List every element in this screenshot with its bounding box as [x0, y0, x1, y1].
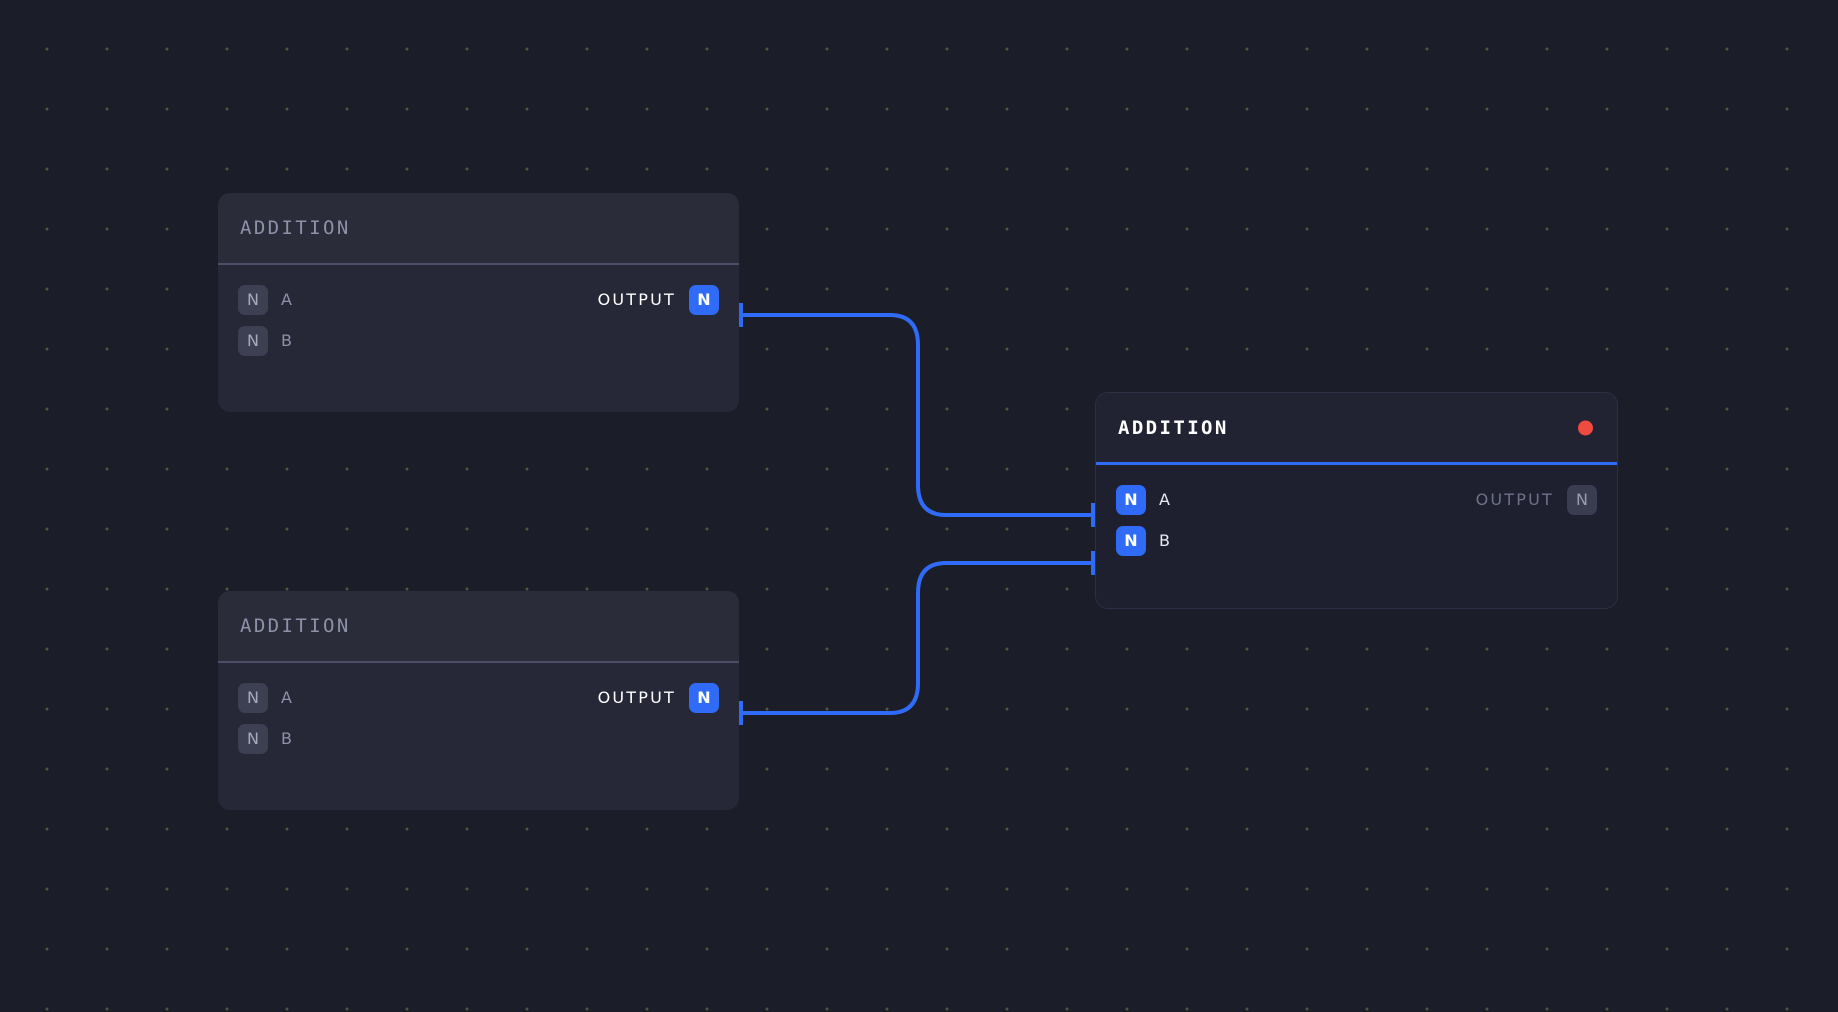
port-label-a: A — [281, 290, 293, 309]
input-port-addition-3-b[interactable]: N B — [1116, 525, 1171, 556]
input-port-addition-2-a[interactable]: N A — [238, 682, 293, 713]
node-header-addition-3[interactable]: ADDITION — [1096, 393, 1617, 465]
node-body-addition-2: N A OUTPUT N N B — [218, 663, 739, 810]
port-type-badge-n[interactable]: N — [238, 325, 268, 356]
port-row-addition-2-b[interactable]: N B — [218, 718, 739, 759]
port-label-output: OUTPUT — [597, 688, 676, 707]
node-addition-2[interactable]: ADDITION N A OUTPUT N N B — [218, 591, 739, 810]
port-label-a: A — [1159, 490, 1171, 509]
port-row-addition-1-b[interactable]: N B — [218, 320, 739, 361]
node-header-addition-2[interactable]: ADDITION — [218, 591, 739, 663]
input-port-addition-1-a[interactable]: N A — [238, 284, 293, 315]
port-type-badge-n[interactable]: N — [1116, 484, 1146, 515]
output-port-addition-1-output[interactable]: OUTPUT N — [597, 284, 719, 315]
port-label-b: B — [1159, 531, 1171, 550]
node-header-addition-1[interactable]: ADDITION — [218, 193, 739, 265]
node-addition-3[interactable]: ADDITION N A OUTPUT N N B — [1096, 393, 1617, 608]
port-type-badge-n[interactable]: N — [238, 723, 268, 754]
port-row-addition-3-b[interactable]: N B — [1096, 520, 1617, 561]
port-row-addition-2-a[interactable]: N A OUTPUT N — [218, 677, 739, 718]
port-row-addition-1-a[interactable]: N A OUTPUT N — [218, 279, 739, 320]
port-label-a: A — [281, 688, 293, 707]
node-title-addition-3: ADDITION — [1118, 416, 1229, 439]
edge-addition1-output-to-addition3-a — [739, 313, 1093, 517]
output-port-addition-2-output[interactable]: OUTPUT N — [597, 682, 719, 713]
output-port-addition-3-output[interactable]: OUTPUT N — [1475, 484, 1597, 515]
port-label-b: B — [281, 729, 293, 748]
port-type-badge-n[interactable]: N — [238, 682, 268, 713]
port-row-addition-3-a[interactable]: N A OUTPUT N — [1096, 479, 1617, 520]
node-title-addition-2: ADDITION — [240, 615, 351, 637]
port-type-badge-n[interactable]: N — [1116, 525, 1146, 556]
node-body-addition-3: N A OUTPUT N N B — [1096, 465, 1617, 608]
port-label-output: OUTPUT — [1475, 490, 1554, 509]
node-body-addition-1: N A OUTPUT N N B — [218, 265, 739, 412]
input-port-addition-2-b[interactable]: N B — [238, 723, 293, 754]
node-title-addition-1: ADDITION — [240, 217, 351, 239]
port-label-output: OUTPUT — [597, 290, 676, 309]
port-type-badge-n[interactable]: N — [689, 284, 719, 315]
input-port-addition-3-a[interactable]: N A — [1116, 484, 1171, 515]
node-addition-1[interactable]: ADDITION N A OUTPUT N N B — [218, 193, 739, 412]
input-port-addition-1-b[interactable]: N B — [238, 325, 293, 356]
port-type-badge-n[interactable]: N — [1567, 484, 1597, 515]
status-indicator-dot[interactable] — [1578, 420, 1593, 435]
edge-addition2-output-to-addition3-b — [739, 561, 1093, 715]
port-type-badge-n[interactable]: N — [238, 284, 268, 315]
port-label-b: B — [281, 331, 293, 350]
port-type-badge-n[interactable]: N — [689, 682, 719, 713]
